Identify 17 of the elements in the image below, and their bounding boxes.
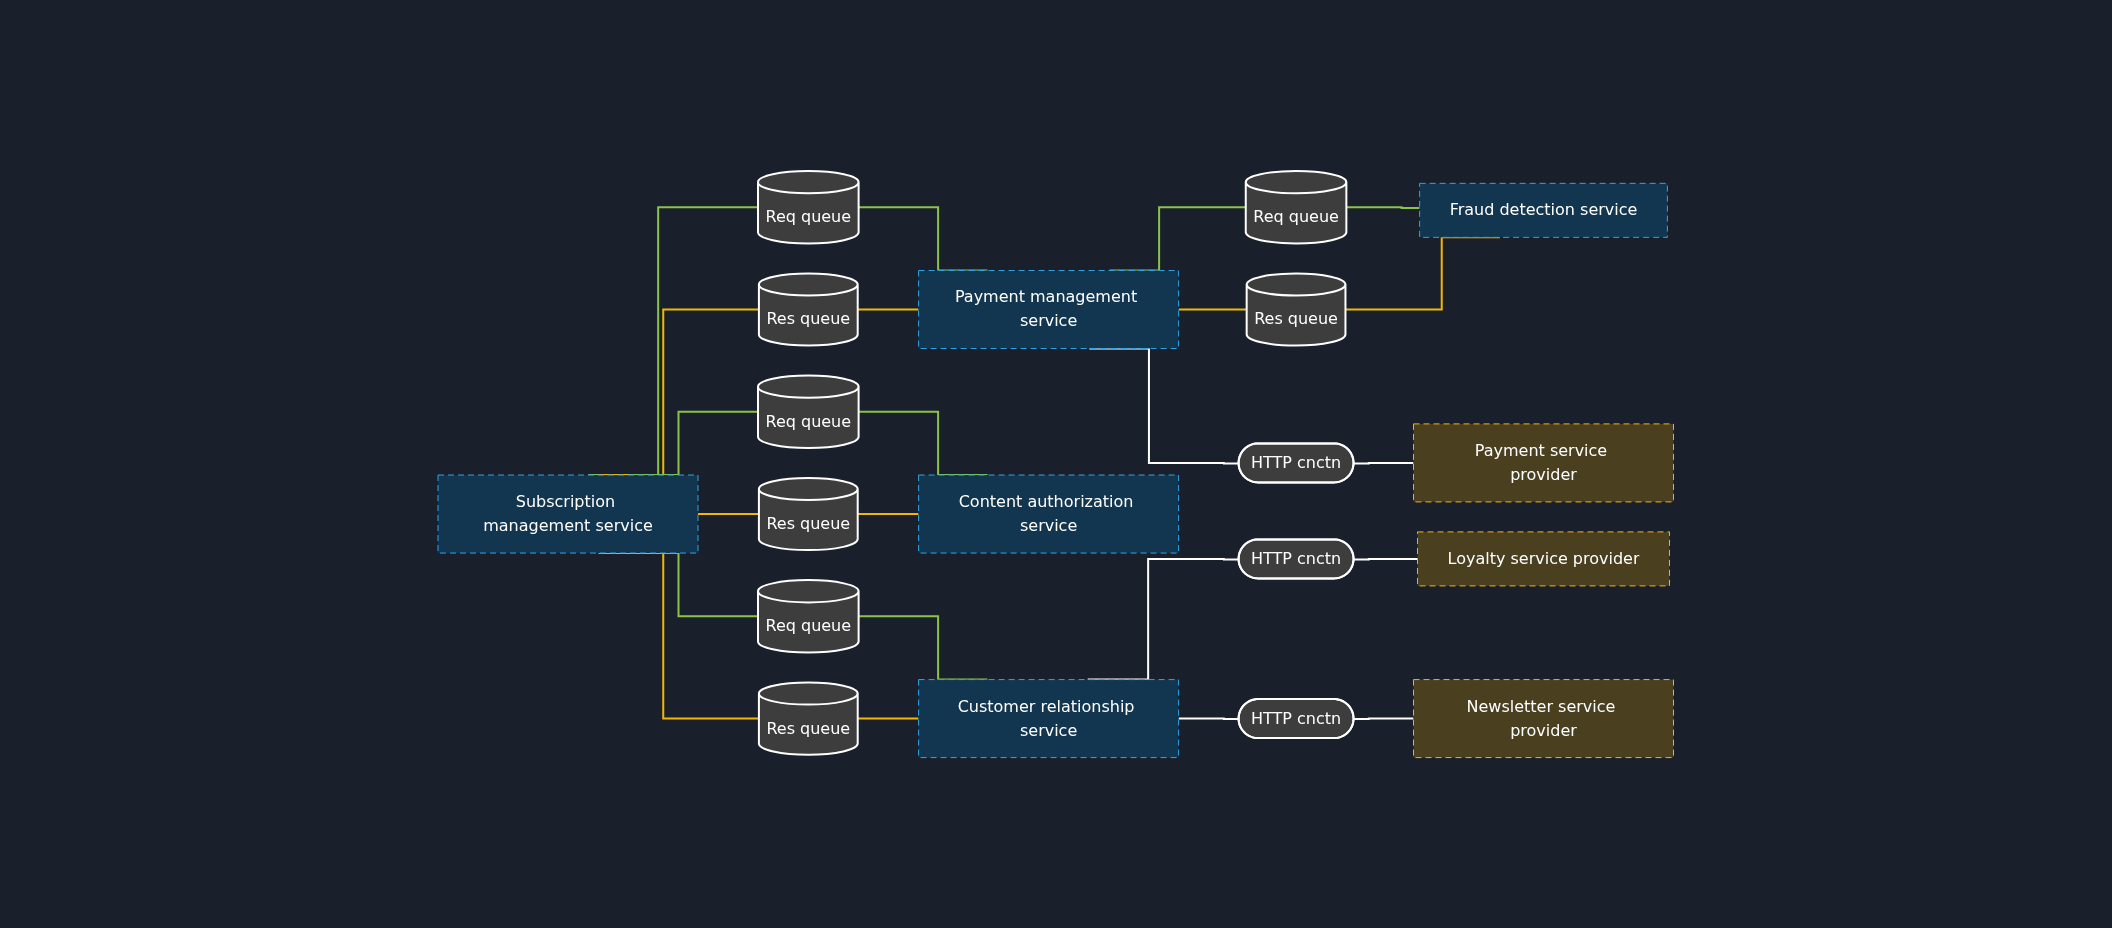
node-box: Newsletter service provider (1413, 678, 1675, 758)
node-box: Subscription management service (437, 474, 699, 554)
connector (1345, 205, 1421, 209)
node-box: Customer relationship service (918, 678, 1180, 758)
connector (856, 717, 920, 720)
connector (697, 512, 761, 515)
node-box: Content authorization service (918, 474, 1180, 554)
connector (1177, 308, 1248, 311)
connector (856, 512, 920, 515)
node-box: Loyalty service provider (1417, 531, 1671, 587)
node-box: Payment management service (918, 269, 1180, 349)
connector (1353, 557, 1419, 561)
connector (1353, 461, 1415, 465)
connector (856, 308, 920, 311)
connector (1353, 717, 1415, 720)
node-box: Payment service provider (1413, 423, 1675, 503)
node-box: Fraud detection service (1419, 182, 1669, 238)
